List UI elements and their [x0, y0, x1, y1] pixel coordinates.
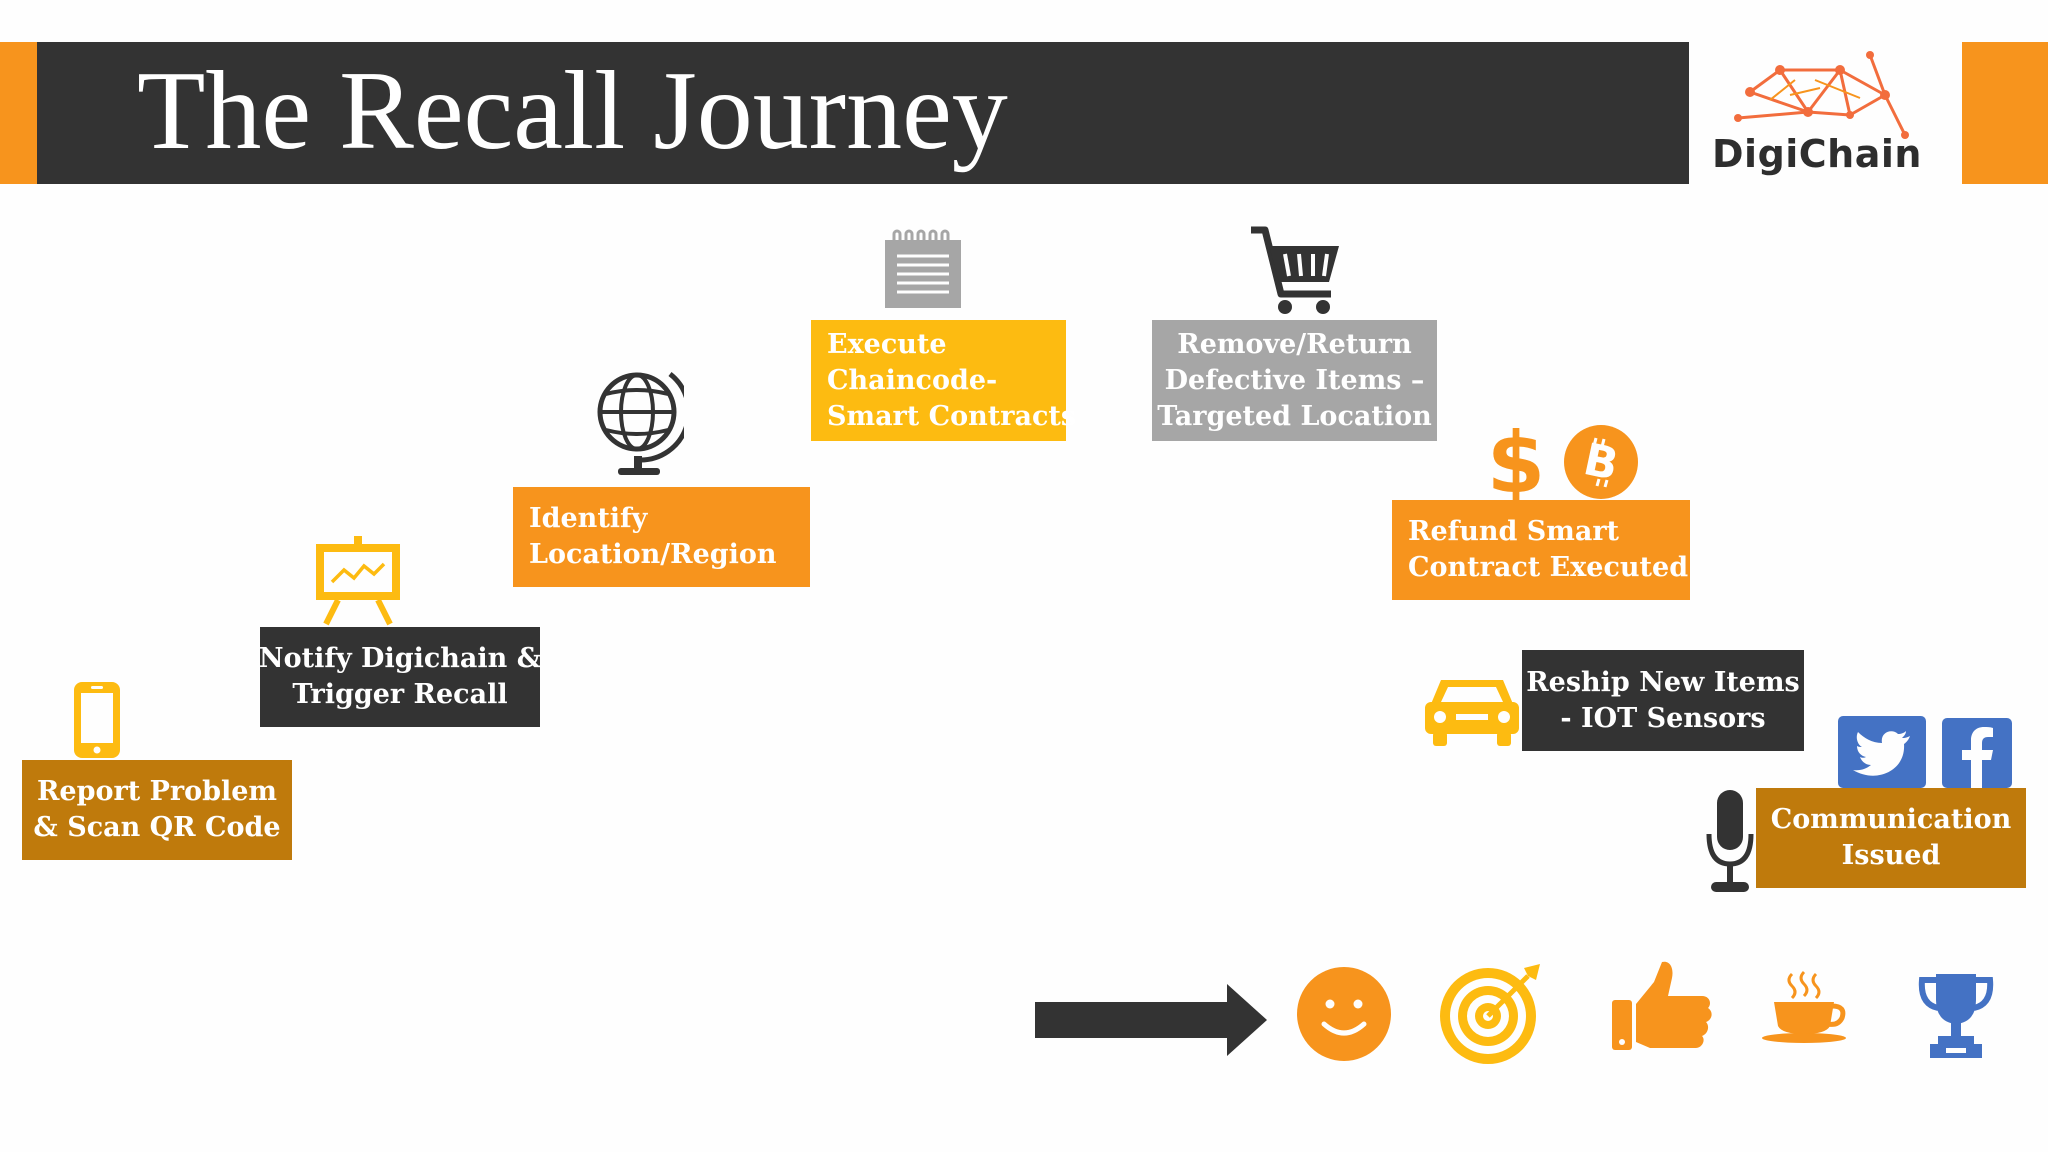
- header-left-accent: [0, 42, 37, 184]
- facebook-icon: [1942, 718, 2012, 788]
- trophy-icon: [1918, 970, 1994, 1060]
- step-label-line: Notify Digichain &: [258, 643, 542, 674]
- step-label-line: Smart Contracts: [827, 400, 1077, 432]
- arrow-right-icon: [1035, 980, 1267, 1060]
- notepad-icon: [882, 228, 964, 310]
- step-reship-new-items: Reship New Items - IOT Sensors: [1522, 650, 1804, 751]
- globe-icon: [594, 364, 684, 479]
- thumbs-up-icon: [1610, 958, 1714, 1058]
- step-label-line: & Scan QR Code: [33, 812, 281, 843]
- step-label-line: Trigger Recall: [292, 679, 508, 710]
- smartphone-icon: [70, 678, 124, 762]
- microphone-icon: [1705, 788, 1755, 894]
- step-label-line: Refund Smart: [1408, 516, 1620, 547]
- page-title: The Recall Journey: [137, 49, 1008, 173]
- presentation-easel-icon: [312, 536, 404, 626]
- car-icon: [1423, 672, 1521, 750]
- header-right-accent: [1962, 42, 2048, 184]
- step-label-line: Remove/Return: [1177, 328, 1412, 360]
- step-identify-location: Identify Location/Region: [513, 487, 810, 587]
- step-communication-issued: Communication Issued: [1756, 788, 2026, 888]
- step-label-line: Issued: [1841, 840, 1941, 871]
- step-label-line: Communication: [1770, 804, 2012, 835]
- step-remove-return: Remove/Return Defective Items – Targeted…: [1152, 320, 1437, 441]
- step-label-line: Contract Executed: [1408, 552, 1689, 583]
- shopping-cart-icon: [1247, 222, 1343, 317]
- svg-text:$: $: [1487, 420, 1545, 502]
- step-label-line: Location/Region: [529, 539, 777, 570]
- bitcoin-icon: B: [1563, 424, 1639, 500]
- step-label-line: Defective Items –: [1164, 364, 1425, 396]
- step-notify-digichain: Notify Digichain & Trigger Recall: [258, 627, 542, 727]
- twitter-icon: [1838, 716, 1926, 788]
- step-refund-smart-contract: Refund Smart Contract Executed: [1392, 500, 1690, 600]
- step-label-line: Execute: [827, 328, 947, 360]
- digichain-logo: DigiChain: [1700, 40, 1950, 190]
- step-label-line: Report Problem: [36, 776, 278, 807]
- dollar-icon: $: [1484, 420, 1548, 502]
- step-label-line: Reship New Items: [1526, 666, 1800, 698]
- title-bar: The Recall Journey: [37, 42, 1689, 184]
- network-logo-icon: [1734, 51, 1909, 139]
- step-label-line: Identify: [529, 503, 648, 534]
- step-execute-chaincode: Execute Chaincode- Smart Contracts: [811, 320, 1077, 441]
- step-label-line: - IOT Sensors: [1560, 702, 1766, 734]
- coffee-cup-icon: [1762, 970, 1850, 1044]
- step-report-problem: Report Problem & Scan QR Code: [22, 760, 292, 860]
- smiley-face-icon: [1296, 966, 1392, 1062]
- step-label-line: Targeted Location: [1157, 400, 1432, 432]
- logo-text: DigiChain: [1712, 132, 1922, 176]
- target-icon: [1436, 960, 1544, 1068]
- step-label-line: Chaincode-: [827, 364, 998, 396]
